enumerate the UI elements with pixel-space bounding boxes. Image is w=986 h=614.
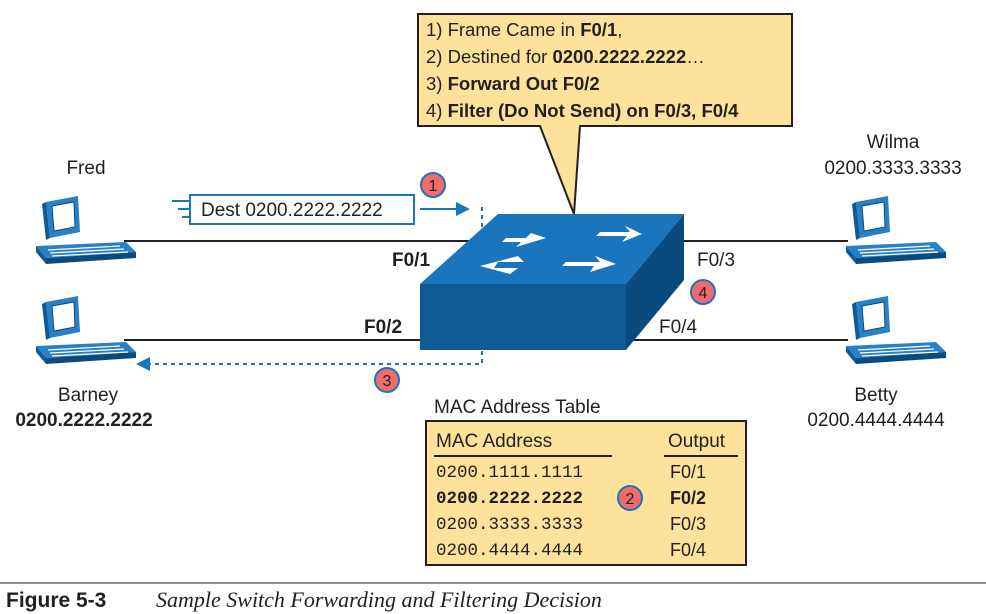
svg-text:3: 3 [383, 373, 392, 390]
frame-forward-arrowhead [136, 357, 150, 371]
switch-side [626, 214, 684, 350]
mac-table-row-mac: 0200.2222.2222 [436, 489, 583, 509]
port-label-f01: F0/1 [392, 250, 430, 271]
mac-table-row-mac: 0200.4444.4444 [436, 541, 583, 561]
mac-table-header-mac: MAC Address [436, 431, 552, 452]
pc-wilma-icon [845, 195, 947, 265]
host-label-fred: Fred [66, 158, 105, 179]
step-badge-2: 2 [617, 485, 643, 511]
pc-fred-icon [35, 195, 137, 265]
port-label-f04: F0/4 [659, 317, 697, 338]
mac-table-row-mac: 0200.1111.1111 [436, 463, 583, 483]
host-mac-betty: 0200.4444.4444 [807, 410, 945, 431]
mac-table-row-port: F0/3 [670, 514, 706, 534]
frame-packet: Dest 0200.2222.2222 [172, 194, 470, 225]
switch-front [420, 284, 626, 350]
figure-caption: Sample Switch Forwarding and Filtering D… [156, 587, 602, 612]
step-badge-1: 1 [420, 172, 446, 198]
decision-callout: 1) Frame Came in F0/1, 2) Destined for 0… [417, 13, 793, 215]
mac-table: MAC Address Output 0200.1111.1111 F0/1 0… [425, 420, 747, 566]
frame-dest-label: Dest 0200.2222.2222 [201, 200, 383, 221]
host-label-wilma: Wilma [867, 132, 920, 153]
svg-text:4: 4 [699, 285, 708, 302]
mac-table-row-mac: 0200.3333.3333 [436, 515, 583, 535]
callout-line-2: 2) Destined for 0200.2222.2222… [426, 46, 705, 67]
svg-text:2: 2 [626, 491, 635, 508]
callout-line-4: 4) Filter (Do Not Send) on F0/3, F0/4 [426, 100, 739, 121]
svg-text:1: 1 [429, 178, 438, 195]
host-mac-wilma: 0200.3333.3333 [824, 158, 961, 179]
mac-table-row-port: F0/4 [670, 540, 706, 560]
step-badge-3: 3 [374, 367, 400, 393]
pc-betty-icon [845, 295, 947, 365]
port-label-f03: F0/3 [697, 250, 735, 271]
switch-arrows-icon [480, 226, 642, 274]
mac-table-title: MAC Address Table [434, 397, 601, 418]
host-label-barney: Barney [58, 385, 119, 406]
mac-table-header-output: Output [668, 431, 726, 452]
mac-table-row-port: F0/1 [670, 462, 706, 482]
host-label-betty: Betty [854, 385, 898, 406]
port-label-f02: F0/2 [364, 317, 402, 338]
host-mac-barney: 0200.2222.2222 [15, 410, 152, 431]
switch [420, 214, 684, 350]
callout-line-3: 3) Forward Out F0/2 [426, 73, 600, 94]
mac-table-row-port: F0/2 [670, 488, 706, 508]
pc-barney-icon [35, 295, 137, 365]
step-badge-4: 4 [690, 279, 716, 305]
callout-line-1: 1) Frame Came in F0/1, [426, 19, 622, 40]
figure-label: Figure 5-3 [6, 589, 106, 612]
